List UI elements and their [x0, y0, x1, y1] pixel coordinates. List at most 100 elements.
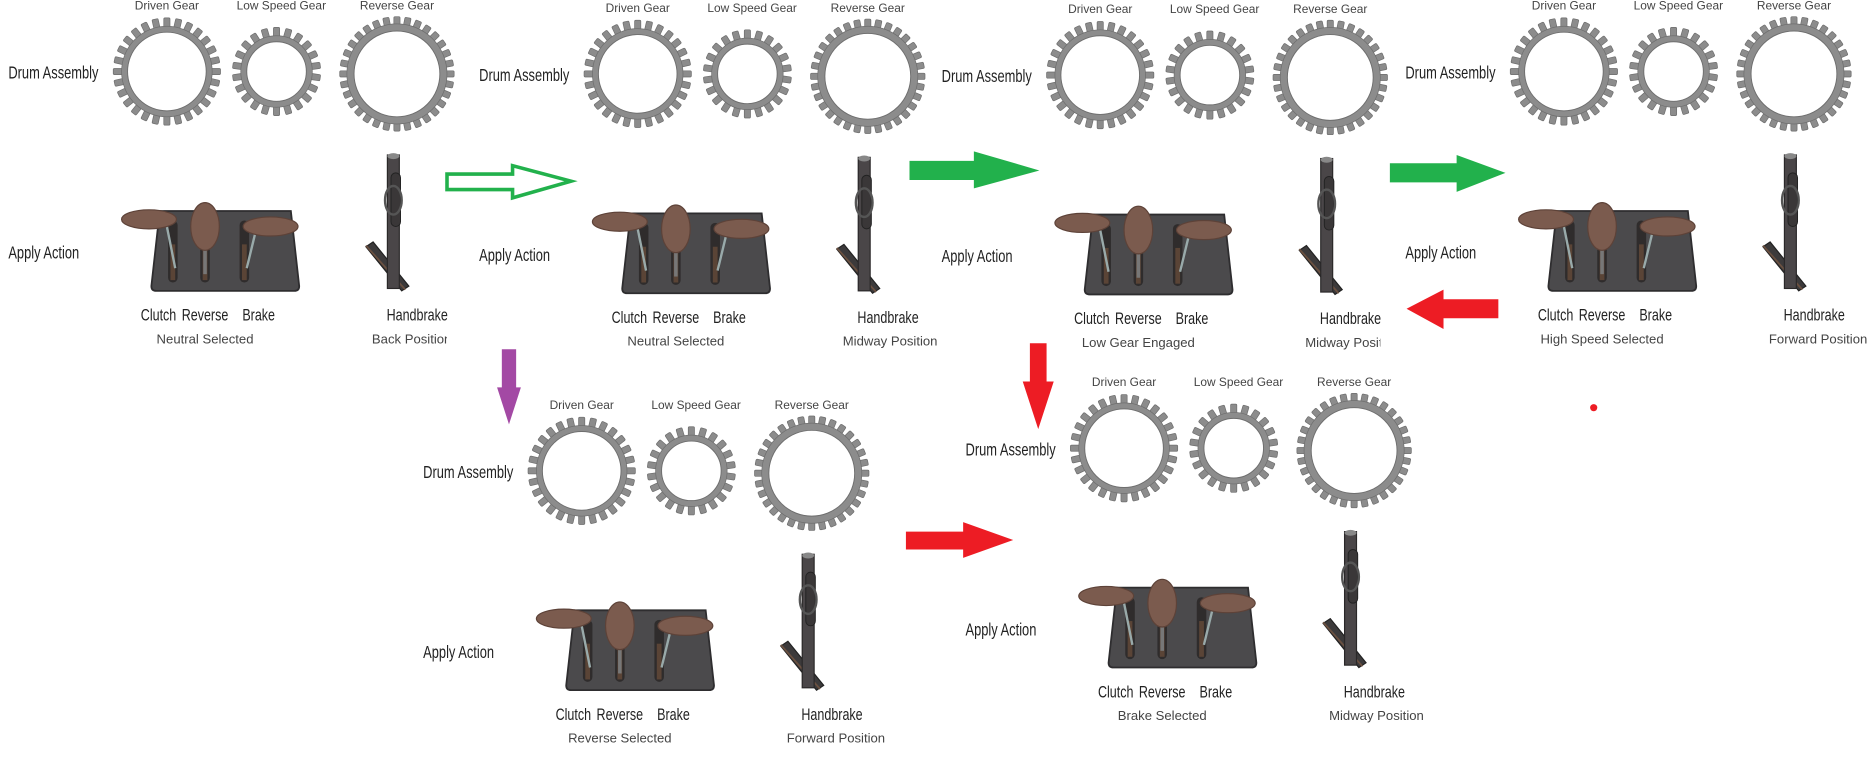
- state-status-text: Reverse Selected: [568, 731, 672, 747]
- pedal-label: Brake: [1639, 305, 1673, 325]
- pedal-label: Brake: [1199, 681, 1233, 701]
- pedal-label: Clutch: [1537, 305, 1574, 325]
- brake-pedal-icon: [657, 615, 714, 636]
- clutch-pedal-icon: [1518, 209, 1575, 230]
- gear-label: Driven Gear: [1531, 0, 1597, 14]
- low-speed-gear-icon: [1165, 30, 1255, 120]
- state-status-text: Brake Selected: [1117, 709, 1207, 724]
- brake-pedal-icon: [1175, 219, 1232, 241]
- apply-action-label: Apply Action: [1405, 243, 1477, 264]
- gear-label: Driven Gear: [549, 399, 614, 413]
- purple-down-arrow-icon: [497, 349, 521, 425]
- panel-graphics: [1070, 393, 1412, 669]
- pedal-assembly: [1078, 578, 1258, 669]
- pedal-assembly: [535, 601, 715, 692]
- driven-gear-icon: [1509, 17, 1618, 126]
- pedal-label: Reverse: [1138, 681, 1186, 701]
- reverse-pedal-icon: [1147, 578, 1178, 628]
- gear-label: Low Speed Gear: [651, 399, 741, 413]
- gear-label: Reverse Gear: [1756, 0, 1832, 14]
- clutch-pedal-icon: [591, 211, 648, 232]
- panel-graphics: [1509, 16, 1852, 292]
- handbrake-lever-icon: [1322, 529, 1367, 669]
- driven-gear-icon: [112, 17, 221, 126]
- gear-label: Driven Gear: [1091, 376, 1157, 390]
- driven-gear-icon: [527, 416, 636, 525]
- low-speed-gear-icon: [1189, 403, 1279, 493]
- panel-graphics: [583, 18, 926, 295]
- gear-label: Low Speed Gear: [1633, 0, 1724, 14]
- handbrake-position-text: Forward Position: [1768, 332, 1868, 347]
- handbrake-label: Handbrake: [857, 307, 919, 327]
- green-arrow-icon: [1389, 154, 1506, 192]
- drum-assembly-label: Drum Assembly: [965, 439, 1056, 461]
- handbrake-lever-icon: [1298, 156, 1344, 296]
- reverse-pedal-icon: [604, 601, 635, 651]
- reverse-pedal-icon: [1587, 202, 1617, 251]
- pedal-label: Brake: [1175, 308, 1209, 328]
- pedal-label: Reverse: [652, 307, 700, 327]
- handbrake-lever-icon: [779, 552, 825, 691]
- panel-graphics: [527, 415, 870, 692]
- drum-assembly-label: Drum Assembly: [479, 65, 570, 86]
- gear-label: Reverse Gear: [1317, 376, 1392, 390]
- green-arrow-icon: [909, 151, 1040, 189]
- apply-action-label: Apply Action: [479, 245, 551, 266]
- reverse-gear-icon: [754, 415, 870, 531]
- gear-label: Reverse Gear: [359, 0, 435, 14]
- pedal-assembly: [120, 202, 301, 292]
- state-status-text: Neutral Selected: [627, 334, 725, 350]
- pedal-label: Reverse: [1115, 308, 1162, 328]
- hollow-green-arrow-icon: [445, 163, 578, 201]
- gear-label: Low Speed Gear: [1169, 3, 1260, 17]
- pedal-label: Clutch: [611, 307, 648, 327]
- brake-pedal-icon: [1639, 216, 1696, 237]
- reverse-gear-icon: [339, 16, 455, 132]
- drum-assembly-label: Drum Assembly: [8, 63, 99, 84]
- reverse-gear-icon: [1296, 393, 1412, 509]
- pedal-label: Clutch: [1097, 681, 1134, 701]
- reverse-pedal-icon: [660, 204, 691, 254]
- red-right-arrow-icon: [905, 522, 1014, 558]
- gear-label: Reverse Gear: [1293, 3, 1368, 17]
- pedal-label: Clutch: [555, 704, 592, 724]
- pedal-label: Reverse: [1578, 305, 1626, 325]
- pedal-label: Reverse: [181, 305, 229, 325]
- handbrake-lever-icon: [1762, 153, 1807, 292]
- state-status-text: Neutral Selected: [156, 332, 254, 347]
- panel-graphics: [1046, 19, 1388, 296]
- handbrake-position-text: Midway Position: [1329, 709, 1424, 724]
- brake-pedal-icon: [713, 218, 770, 239]
- red-left-arrow-icon: [1406, 289, 1499, 329]
- low-speed-gear-icon: [232, 27, 321, 116]
- driven-gear-icon: [583, 19, 692, 128]
- brake-pedal-icon: [1199, 593, 1256, 614]
- reverse-gear-icon: [1272, 19, 1388, 136]
- clutch-pedal-icon: [1078, 585, 1135, 607]
- red-dot-marker: [1590, 404, 1598, 412]
- pedal-label: Reverse: [596, 704, 644, 724]
- handbrake-lever-icon: [835, 155, 881, 295]
- drum-assembly-label: Drum Assembly: [1405, 63, 1496, 84]
- apply-action-label: Apply Action: [941, 246, 1013, 268]
- driven-gear-icon: [1046, 21, 1155, 130]
- low-speed-gear-icon: [703, 29, 792, 119]
- apply-action-label: Apply Action: [423, 642, 495, 663]
- driven-gear-icon: [1070, 394, 1179, 503]
- gear-label: Reverse Gear: [774, 399, 849, 413]
- pedal-label: Clutch: [1074, 308, 1110, 328]
- clutch-pedal-icon: [120, 209, 178, 230]
- pedal-assembly: [591, 204, 771, 295]
- low-speed-gear-icon: [647, 426, 736, 516]
- gear-label: Driven Gear: [605, 2, 670, 16]
- handbrake-label: Handbrake: [1343, 681, 1405, 701]
- handbrake-label: Handbrake: [386, 305, 448, 325]
- gear-label: Low Speed Gear: [1193, 376, 1284, 390]
- gear-label: Low Speed Gear: [707, 2, 797, 16]
